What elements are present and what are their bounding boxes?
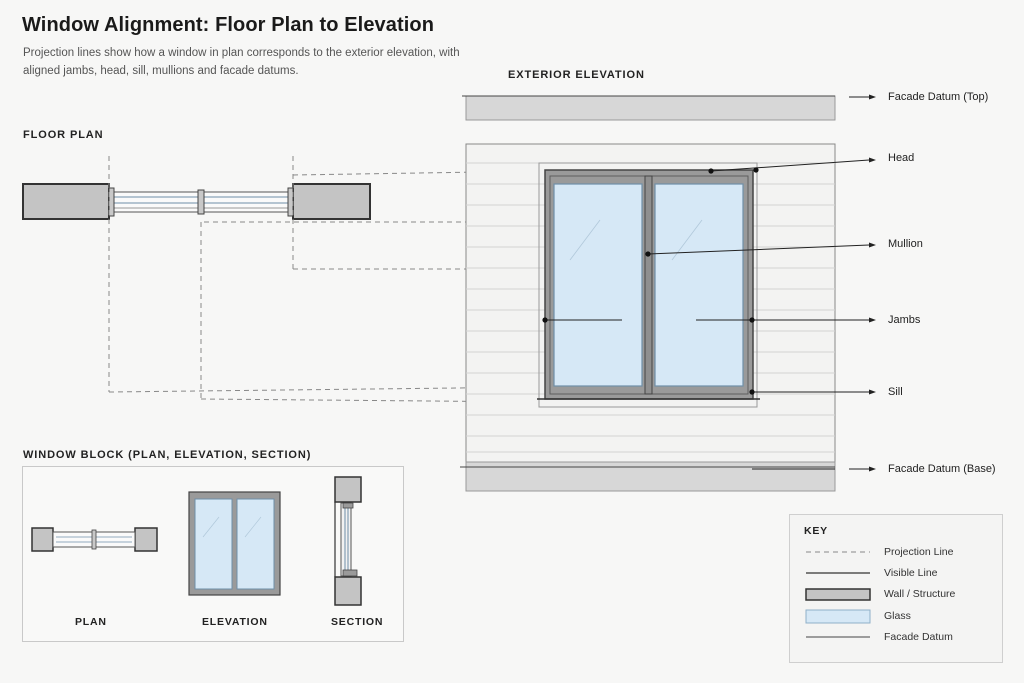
callout-mullion: Mullion bbox=[888, 238, 923, 250]
elevation-base-band bbox=[465, 461, 836, 492]
floor-plan-label: FLOOR PLAN bbox=[23, 129, 104, 141]
callout-sill: Sill bbox=[888, 386, 903, 398]
glass-pane-right bbox=[654, 183, 744, 387]
callout-dots bbox=[542, 167, 759, 395]
block-section-label: SECTION bbox=[331, 616, 384, 628]
key-title: KEY bbox=[804, 525, 828, 537]
elevation-window bbox=[537, 162, 760, 408]
exterior-elevation-label: EXTERIOR ELEVATION bbox=[508, 69, 645, 81]
key-item-wall: Wall / Structure bbox=[884, 588, 956, 600]
block-plan-label: PLAN bbox=[75, 616, 107, 628]
elevation-top-band bbox=[465, 95, 836, 121]
plan-wall-left bbox=[22, 183, 110, 220]
plan-mullion bbox=[197, 189, 205, 215]
key-swatches bbox=[805, 551, 871, 638]
window-block-panel: PLAN ELEVATION SECTION bbox=[22, 466, 404, 642]
plan-wall-right bbox=[292, 183, 371, 220]
key-item-datum: Facade Datum bbox=[884, 631, 953, 643]
callout-leaders bbox=[545, 94, 876, 472]
key-item-projection: Projection Line bbox=[884, 546, 954, 558]
window-block-drawings bbox=[31, 476, 362, 606]
window-opening bbox=[538, 162, 758, 408]
callout-datum-top: Facade Datum (Top) bbox=[888, 91, 989, 103]
callout-jambs: Jambs bbox=[888, 314, 921, 326]
key-swatch-glass bbox=[805, 609, 871, 624]
block-plan bbox=[31, 527, 158, 552]
page-subtitle: Projection lines show how a window in pl… bbox=[23, 47, 460, 77]
key-item-glass: Glass bbox=[884, 610, 911, 622]
key-item-visible: Visible Line bbox=[884, 567, 938, 579]
key-swatch-wall bbox=[805, 588, 871, 601]
block-elevation-label: ELEVATION bbox=[202, 616, 268, 628]
mullion bbox=[644, 175, 653, 395]
callout-head: Head bbox=[888, 152, 915, 164]
block-section bbox=[334, 476, 362, 606]
plan-window bbox=[108, 187, 294, 217]
page-title: Window Alignment: Floor Plan to Elevatio… bbox=[22, 14, 435, 36]
window-block-label: WINDOW BLOCK (PLAN, ELEVATION, SECTION) bbox=[23, 449, 312, 461]
block-elevation bbox=[188, 491, 281, 596]
key-legend: KEY Projection Line Visible Line Wall / … bbox=[789, 514, 1003, 663]
callout-datum-base: Facade Datum (Base) bbox=[888, 463, 996, 475]
floor-plan bbox=[22, 183, 371, 220]
glass-pane-left bbox=[553, 183, 643, 387]
